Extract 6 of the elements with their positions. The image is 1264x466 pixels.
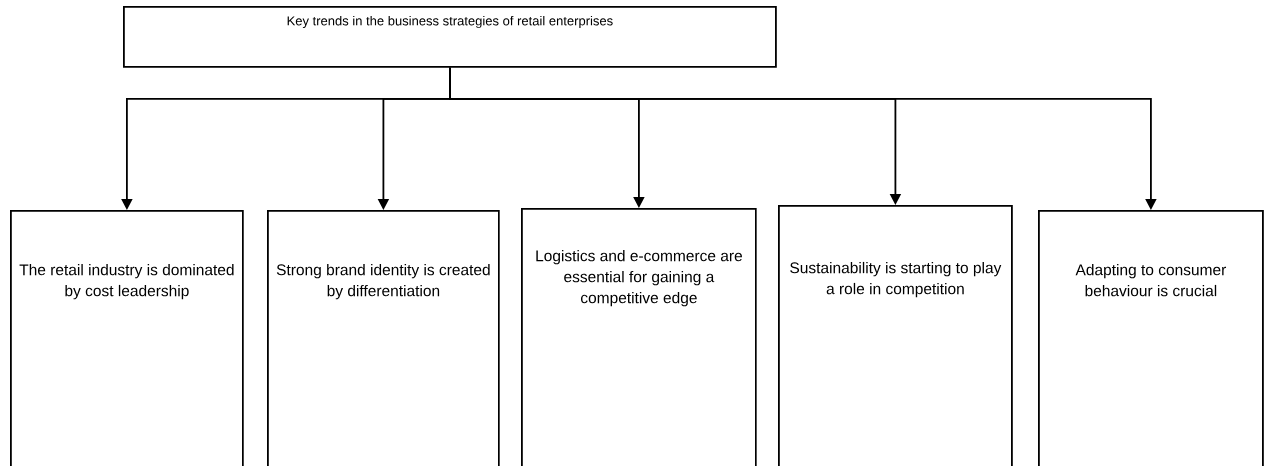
trend-box: Sustainability is starting to play a role in competition: [778, 205, 1013, 466]
trend-box: Strong brand identity is created by differentiation: [267, 210, 500, 466]
trend-box: Logistics and e-commerce are essential for gaining a competitive edge: [521, 208, 757, 466]
title-box: Key trends in the business strategies of retail enterprises: [123, 6, 777, 68]
trend-box: Adapting to consumer behaviour is crucial: [1038, 210, 1264, 466]
trend-box: The retail industry is dominated by cost leadership: [10, 210, 244, 466]
